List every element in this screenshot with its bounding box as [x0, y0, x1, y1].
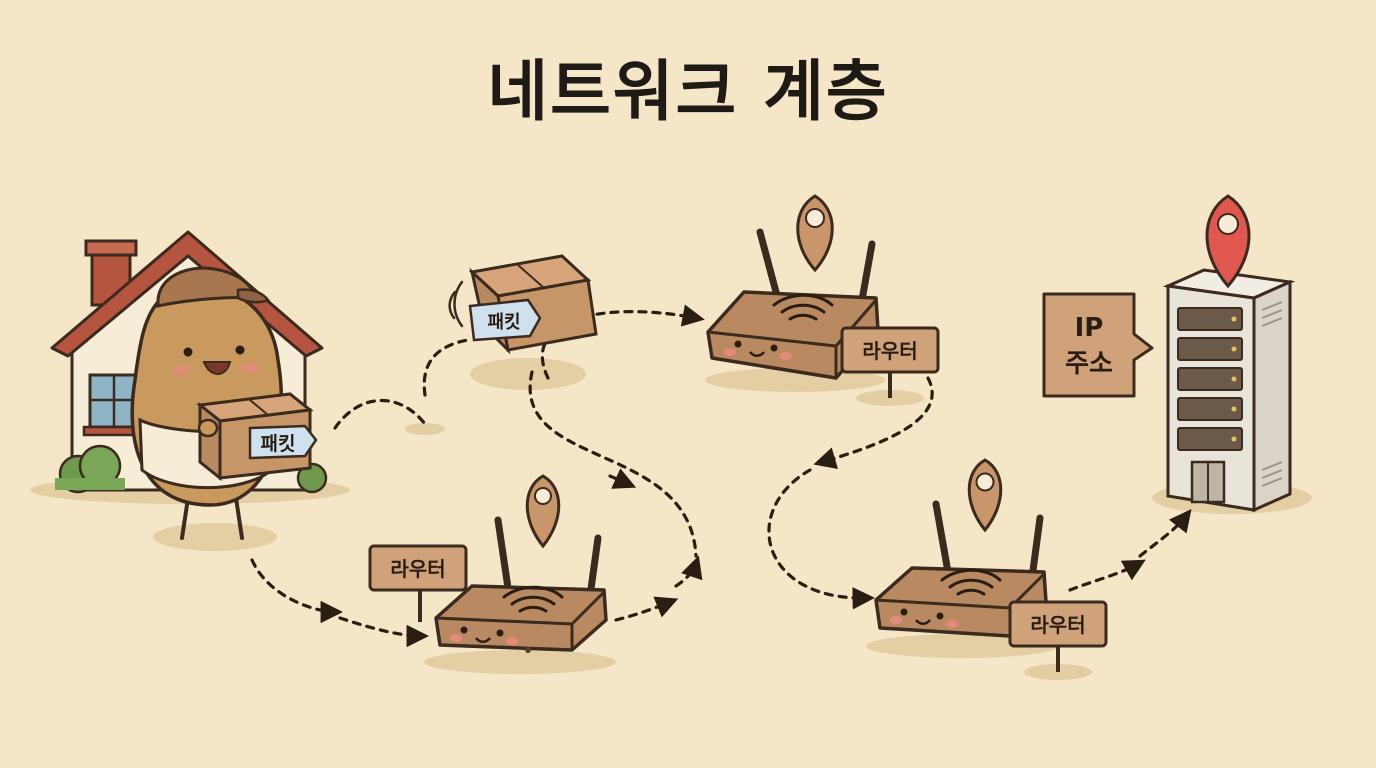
cheek: [450, 634, 462, 642]
mouth: [915, 619, 931, 625]
motion-line: [448, 290, 457, 320]
packet-tag: 패킷: [468, 298, 542, 342]
cheek: [890, 616, 902, 624]
server: [1162, 194, 1296, 513]
flying-package: 패킷: [448, 254, 598, 355]
diagram-title: 네트워크 계층: [487, 53, 889, 130]
window: [82, 373, 146, 437]
route-segment: [1138, 508, 1192, 558]
eye: [183, 347, 193, 357]
router-label: 라우터: [1030, 613, 1085, 637]
route-segment: [250, 558, 343, 624]
mouth: [202, 361, 232, 375]
route-segment: [674, 555, 703, 588]
chimney-cap: [84, 239, 138, 257]
flying-box-shadow: [470, 358, 586, 390]
potato-character: 패킷: [130, 266, 318, 540]
leg: [180, 496, 190, 540]
ip-address-sign: IP 주소: [1042, 292, 1154, 398]
path-dot-shadow: [405, 423, 445, 435]
wifi-icon: [940, 568, 1002, 596]
eye: [734, 340, 742, 348]
router-bottom-left: 라우터: [368, 474, 608, 653]
cap-brim: [236, 288, 270, 304]
router-label: 라우터: [862, 339, 917, 363]
eye: [460, 626, 468, 634]
location-pin-icon: [1205, 194, 1251, 289]
wifi-icon: [772, 293, 834, 321]
antenna: [858, 240, 876, 304]
eye: [496, 629, 504, 637]
hand: [197, 418, 219, 438]
antenna: [932, 500, 952, 576]
route-segment: [422, 338, 470, 397]
antenna: [1028, 514, 1044, 582]
location-pin-icon: [525, 474, 561, 549]
cheek: [241, 363, 259, 373]
cheek: [173, 365, 191, 375]
route-segment: [614, 596, 679, 622]
eye: [936, 612, 944, 620]
route-paths: [250, 304, 1192, 648]
antenna: [756, 228, 780, 296]
route-segment: [338, 616, 429, 648]
eye: [770, 344, 778, 352]
packet-label: 패킷: [487, 312, 520, 333]
route-segment: [333, 398, 427, 430]
route-segment: [767, 468, 875, 610]
potato-shadow: [153, 523, 277, 551]
route-segment: [813, 376, 934, 469]
mouth: [749, 351, 765, 357]
router-body: [434, 584, 608, 652]
house-roof: [50, 230, 324, 358]
status-light: [525, 647, 531, 653]
location-pin-icon: [796, 194, 834, 273]
server-vents: [1261, 301, 1283, 487]
route-segment: [608, 468, 637, 489]
cheek: [724, 348, 736, 356]
leg: [234, 496, 244, 540]
eye: [900, 608, 908, 616]
cap: [156, 266, 256, 308]
server-lights: [1231, 316, 1237, 442]
router-shadow: [424, 650, 616, 674]
route-segment: [1068, 559, 1146, 592]
antenna: [494, 516, 512, 592]
route-segment: [528, 370, 698, 558]
cheek: [946, 620, 958, 628]
router-sign: 라우터: [368, 544, 468, 622]
router-bottom-right: 라우터: [874, 458, 1108, 672]
server-drives: [1177, 307, 1243, 451]
packet-tag: 패킷: [248, 424, 318, 460]
ip-label: IP: [1075, 313, 1104, 343]
antenna: [586, 534, 602, 600]
location-pin-icon: [967, 458, 1003, 533]
router-label: 라우터: [390, 557, 445, 581]
wifi-icon: [502, 585, 564, 613]
cheek: [506, 637, 518, 645]
packet-label: 패킷: [261, 433, 296, 455]
motion-line: [453, 280, 464, 328]
mouth: [475, 637, 491, 643]
router-sign: 라우터: [1008, 600, 1108, 672]
router-top: 라우터: [706, 194, 940, 398]
eye: [235, 345, 245, 355]
router-sign: 라우터: [840, 326, 940, 398]
address-label: 주소: [1065, 349, 1113, 379]
cheek: [780, 352, 792, 360]
bush: [55, 444, 328, 494]
